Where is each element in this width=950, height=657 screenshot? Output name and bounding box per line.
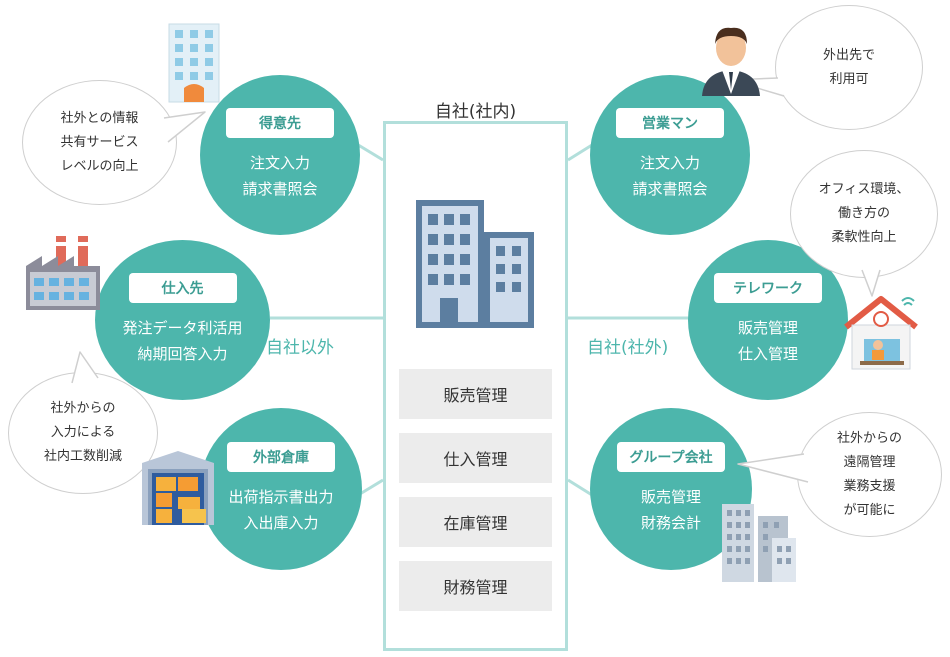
module-sales: 販売管理 bbox=[399, 369, 552, 419]
node-salesman: 営業マン 注文入力 請求書照会 bbox=[590, 75, 750, 235]
bubble-group-company-line-4: が可能に bbox=[843, 502, 896, 518]
bubble-customer-line-3: レベルの向上 bbox=[60, 158, 139, 174]
node-supplier-line-1: 発注データ利活用 bbox=[122, 319, 243, 337]
bubble-salesman: 外出先で 利用可 bbox=[775, 5, 923, 130]
salesman-icon bbox=[702, 27, 760, 96]
bubble-telework-line-1: オフィス環境、 bbox=[818, 182, 910, 197]
bubble-group-company-line-2: 遠隔管理 bbox=[843, 454, 896, 470]
node-customer-badge: 得意先 bbox=[226, 108, 334, 138]
bubble-supplier-line-1: 社外からの bbox=[50, 401, 116, 416]
bubble-customer-line-1: 社外との情報 bbox=[60, 110, 139, 126]
node-group-company-line-1: 販売管理 bbox=[640, 488, 701, 506]
office-tower-icon bbox=[168, 23, 220, 103]
node-salesman-line-1: 注文入力 bbox=[639, 154, 700, 172]
office-buildings-icon bbox=[416, 200, 534, 328]
center-title: 自社(社内) bbox=[434, 102, 517, 122]
bubble-telework-line-2: 働き方の bbox=[837, 206, 890, 221]
bubble-group-company-line-3: 業務支援 bbox=[843, 478, 896, 494]
bubble-telework-line-3: 柔軟性向上 bbox=[831, 230, 897, 245]
bubble-group-company: 社外からの 遠隔管理 業務支援 が可能に bbox=[797, 412, 942, 537]
bubble-telework: オフィス環境、 働き方の 柔軟性向上 bbox=[790, 150, 938, 278]
bubble-group-company-line-1: 社外からの bbox=[836, 430, 902, 446]
node-external-warehouse-badge: 外部倉庫 bbox=[227, 442, 335, 472]
side-label-external: 自社以外 bbox=[266, 338, 334, 358]
node-customer: 得意先 注文入力 請求書照会 bbox=[200, 75, 360, 235]
node-group-company: グループ会社 販売管理 財務会計 bbox=[590, 408, 752, 570]
module-inventory: 在庫管理 bbox=[399, 497, 552, 547]
node-external-warehouse-line-1: 出荷指示書出力 bbox=[228, 488, 334, 506]
bubble-salesman-line-2: 利用可 bbox=[829, 71, 869, 87]
bubble-supplier-line-3: 社内工数削減 bbox=[43, 449, 122, 464]
module-purchasing: 仕入管理 bbox=[399, 433, 552, 483]
node-customer-line-2: 請求書照会 bbox=[242, 180, 318, 198]
side-label-own-outside: 自社(社外) bbox=[587, 338, 669, 358]
node-supplier-badge: 仕入先 bbox=[128, 273, 237, 303]
node-external-warehouse: 外部倉庫 出荷指示書出力 入出庫入力 bbox=[200, 408, 362, 570]
bubble-customer: 社外との情報 共有サービス レベルの向上 bbox=[22, 80, 177, 205]
node-supplier-line-2: 納期回答入力 bbox=[137, 345, 228, 363]
node-group-company-badge: グループ会社 bbox=[617, 442, 725, 472]
bubble-supplier-line-2: 入力による bbox=[50, 425, 116, 440]
factory-icon bbox=[26, 236, 100, 310]
node-salesman-badge: 営業マン bbox=[616, 108, 724, 138]
warehouse-icon bbox=[142, 451, 214, 525]
node-customer-line-1: 注文入力 bbox=[249, 154, 310, 172]
center-system-box: 販売管理 仕入管理 在庫管理 財務管理 bbox=[383, 121, 568, 651]
module-finance: 財務管理 bbox=[399, 561, 552, 611]
company-buildings-icon bbox=[722, 504, 796, 582]
home-office-icon bbox=[844, 296, 918, 370]
node-telework-line-2: 仕入管理 bbox=[737, 345, 798, 363]
node-telework-badge: テレワーク bbox=[714, 273, 822, 303]
bubble-supplier: 社外からの 入力による 社内工数削減 bbox=[8, 372, 158, 494]
node-telework-line-1: 販売管理 bbox=[737, 319, 798, 337]
node-group-company-line-2: 財務会計 bbox=[640, 514, 701, 532]
node-supplier: 仕入先 発注データ利活用 納期回答入力 bbox=[95, 240, 270, 400]
node-external-warehouse-line-2: 入出庫入力 bbox=[243, 514, 319, 532]
node-telework: テレワーク 販売管理 仕入管理 bbox=[688, 240, 848, 400]
bubble-salesman-line-1: 外出先で bbox=[822, 47, 875, 63]
bubble-customer-line-2: 共有サービス bbox=[60, 134, 139, 150]
node-salesman-line-2: 請求書照会 bbox=[632, 180, 708, 198]
